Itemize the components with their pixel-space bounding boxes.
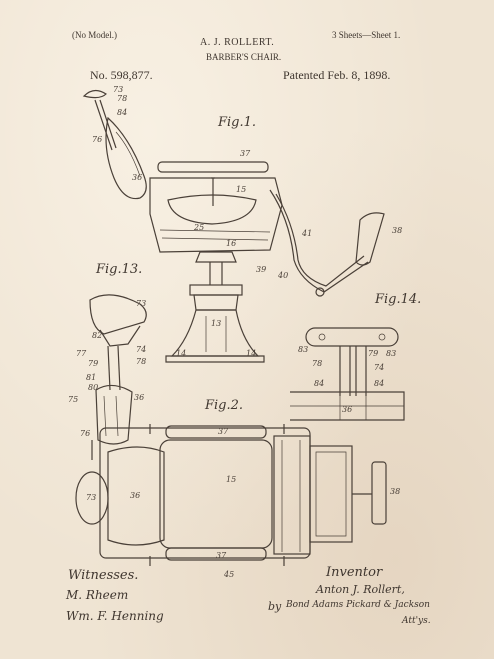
figure-1-chair-drawing: 73 78 84 76 36 37 15 25 16 41 38 39 40 1…	[82, 85, 402, 363]
ref-numeral: 77	[76, 349, 87, 358]
ref-numeral: 76	[92, 135, 102, 144]
ref-numeral: 75	[68, 395, 78, 404]
ref-numeral: 78	[312, 359, 322, 368]
ref-numeral: 14	[246, 349, 256, 358]
inventor-name: A. J. ROLLERT.	[200, 37, 275, 48]
ref-numeral: 36	[134, 393, 144, 402]
witness-2-signature: Wm. F. Henning	[66, 609, 164, 623]
model-note: (No Model.)	[72, 30, 117, 40]
ref-numeral: 81	[86, 373, 96, 382]
ref-numeral: 15	[236, 185, 246, 194]
ref-numeral: 37	[216, 551, 227, 560]
ref-numeral: 79	[368, 349, 378, 358]
witnesses-label: Witnesses.	[68, 568, 139, 583]
figure-14-label: Fig.14.	[375, 292, 422, 307]
ref-numeral: 84	[314, 379, 324, 388]
ref-numeral: 14	[176, 349, 186, 358]
ref-numeral: 73	[136, 299, 146, 308]
ref-numeral: 78	[117, 94, 127, 103]
ref-numeral: 74	[136, 345, 146, 354]
figure-1-label: Fig.1.	[218, 115, 257, 130]
ref-numeral: 40	[277, 271, 288, 280]
ref-numeral: 73	[113, 85, 123, 94]
ref-numeral: 37	[240, 149, 251, 158]
inventor-signature: Anton J. Rollert,	[316, 583, 405, 596]
sheet-count: 3 Sheets—Sheet 1.	[332, 30, 401, 40]
ref-numeral: 37	[218, 427, 229, 436]
witness-1-signature: M. Rheem	[66, 588, 129, 602]
ref-numeral: 83	[386, 349, 396, 358]
figure-14-section-drawing: 83 78 79 83 74 84 84 36	[290, 327, 405, 421]
ref-numeral: 76	[80, 429, 90, 438]
by-label: by	[268, 600, 282, 613]
ref-numeral: 84	[117, 108, 127, 117]
ref-numeral: 84	[374, 379, 384, 388]
ref-numeral: 36	[342, 405, 352, 414]
ref-numeral: 74	[374, 363, 384, 372]
ref-numeral: 79	[88, 359, 98, 368]
ref-numeral: 41	[301, 229, 312, 238]
ref-numeral: 38	[392, 226, 402, 235]
ref-numeral: 78	[136, 357, 146, 366]
attorneys-label: Att'ys.	[402, 616, 431, 626]
ref-numeral: 80	[88, 383, 98, 392]
ref-numeral: 15	[226, 475, 236, 484]
ref-numeral: 36	[132, 173, 142, 182]
patent-number: No. 598,877.	[90, 68, 153, 82]
ref-numeral: 38	[390, 487, 400, 496]
patent-date: Patented Feb. 8, 1898.	[283, 68, 391, 82]
inventor-label: Inventor	[326, 565, 383, 580]
figure-13-headrest-drawing: 73 82 77 79 81 80 75 76 74 78 36	[68, 294, 147, 460]
ref-numeral: 83	[298, 345, 308, 354]
ref-numeral: 13	[211, 319, 221, 328]
figure-13-label: Fig.13.	[96, 262, 143, 277]
attorneys-signature: Bond Adams Pickard & Jackson	[286, 600, 430, 610]
ref-numeral: 25	[193, 223, 204, 232]
ref-numeral: 39	[256, 265, 266, 274]
ref-numeral: 73	[86, 493, 96, 502]
ref-numeral: 16	[226, 239, 236, 248]
figure-2-label: Fig.2.	[205, 398, 244, 413]
ref-numeral: 45	[223, 570, 234, 579]
figure-2-plan-drawing: 37 15 36 73 38 37 45	[75, 424, 400, 579]
patent-title: BARBER'S CHAIR.	[206, 52, 282, 62]
ref-numeral: 36	[130, 491, 140, 500]
ref-numeral: 82	[92, 331, 102, 340]
